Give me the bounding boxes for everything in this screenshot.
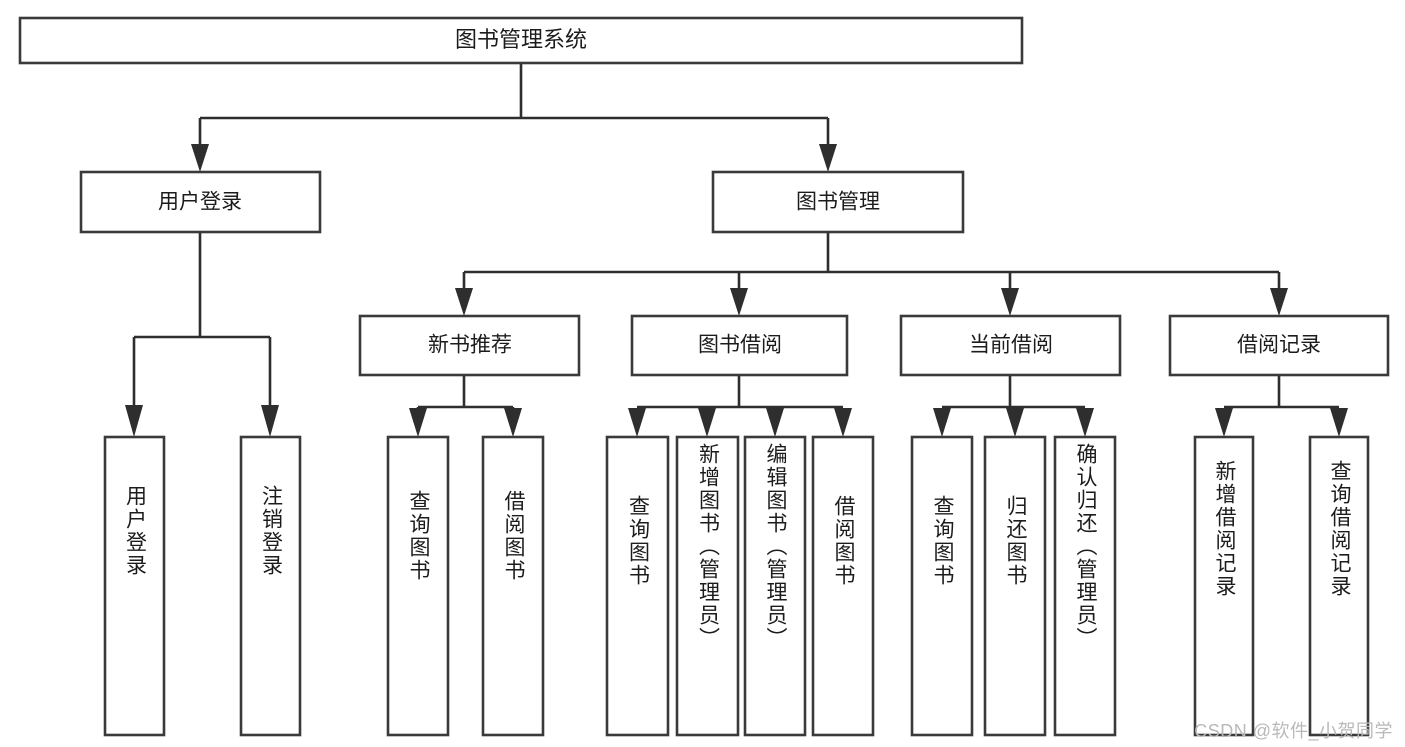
arrow-head-leaf-user-login	[125, 405, 143, 437]
arrow-head-bb-leaf1	[628, 408, 646, 437]
book-borrow-box[interactable]	[630, 314, 849, 377]
arrow-head-current-borrow	[1001, 288, 1019, 316]
node-level2-new-book-recommend[interactable]: 新书推荐	[358, 314, 581, 377]
leaf-box-logout[interactable]	[239, 435, 302, 737]
csdn-watermark: CSDN @软件_小贺同学	[1194, 721, 1393, 741]
book-borrow-label: 图书借阅	[698, 334, 782, 357]
arrow-head-bb-leaf4	[834, 408, 852, 437]
node-level2-borrow-record[interactable]: 借阅记录	[1168, 314, 1390, 377]
arrow-head-bb-leaf2	[698, 408, 716, 437]
leaf-box-borrow-book-2[interactable]	[811, 435, 875, 737]
node-root[interactable]: 图书管理系统	[18, 16, 1024, 65]
connector-group-new-book-rec-children	[409, 375, 522, 437]
leaf-box-confirm-return[interactable]	[1053, 435, 1117, 737]
new-book-recommend-label: 新书推荐	[428, 334, 512, 357]
arrow-head-cb-leaf2	[1006, 408, 1024, 437]
leaf-box-edit-book-admin[interactable]	[743, 435, 807, 737]
leaf-box-borrow-book-1[interactable]	[481, 435, 545, 737]
connector-group-current-borrow-children	[933, 375, 1094, 437]
arrow-head-cb-leaf3	[1076, 408, 1094, 437]
arrow-head-book-borrow	[730, 288, 748, 316]
connector-group-user-login-children	[125, 232, 279, 437]
new-book-recommend-box[interactable]	[358, 314, 581, 377]
node-level2-current-borrow[interactable]: 当前借阅	[899, 314, 1122, 377]
arrow-head-borrow-record	[1270, 288, 1288, 316]
arrow-head-new-book-rec	[455, 288, 473, 316]
arrow-head-bb-leaf3	[766, 408, 784, 437]
node-level1-book-management[interactable]: 图书管理	[711, 170, 965, 234]
arrow-head-br-leaf1	[1215, 408, 1233, 437]
borrow-record-box[interactable]	[1168, 314, 1390, 377]
leaf-box-add-book-admin[interactable]	[675, 435, 740, 737]
current-borrow-box[interactable]	[899, 314, 1122, 377]
connector-group-book-mgmt-children	[455, 232, 1288, 316]
arrow-head-leaf-logout	[261, 405, 279, 437]
leaf-box-query-book-2[interactable]	[605, 435, 670, 737]
arrow-head-br-leaf2	[1330, 408, 1348, 437]
connector-group-root-to-level1	[191, 63, 837, 172]
leaf-box-user-login[interactable]	[103, 435, 166, 737]
current-borrow-label: 当前借阅	[969, 334, 1053, 357]
node-level2-book-borrow[interactable]: 图书借阅	[630, 314, 849, 377]
user-login-label: 用户登录	[158, 191, 242, 214]
root-box[interactable]	[18, 16, 1024, 65]
connector-group-book-borrow-children	[628, 375, 852, 437]
arrow-head-nbr-leaf2	[504, 408, 522, 437]
leaf-box-query-book-1[interactable]	[386, 435, 450, 737]
arrow-head-to-book-mgmt	[819, 144, 837, 172]
node-level1-user-login[interactable]: 用户登录	[79, 170, 322, 234]
arrow-head-nbr-leaf1	[409, 408, 427, 437]
book-management-label: 图书管理	[796, 191, 880, 214]
arrow-head-to-user-login	[191, 144, 209, 172]
arrow-head-cb-leaf1	[933, 408, 951, 437]
root-label: 图书管理系统	[455, 27, 587, 52]
leaf-box-return-book[interactable]	[983, 435, 1047, 737]
user-login-box[interactable]	[79, 170, 322, 234]
connector-group-borrow-record-children	[1215, 375, 1348, 437]
leaf-box-query-book-3[interactable]	[910, 435, 974, 737]
borrow-record-label: 借阅记录	[1237, 334, 1321, 357]
leaf-box-add-record[interactable]	[1193, 435, 1255, 737]
book-management-box[interactable]	[711, 170, 965, 234]
leaf-box-query-record[interactable]	[1308, 435, 1370, 737]
